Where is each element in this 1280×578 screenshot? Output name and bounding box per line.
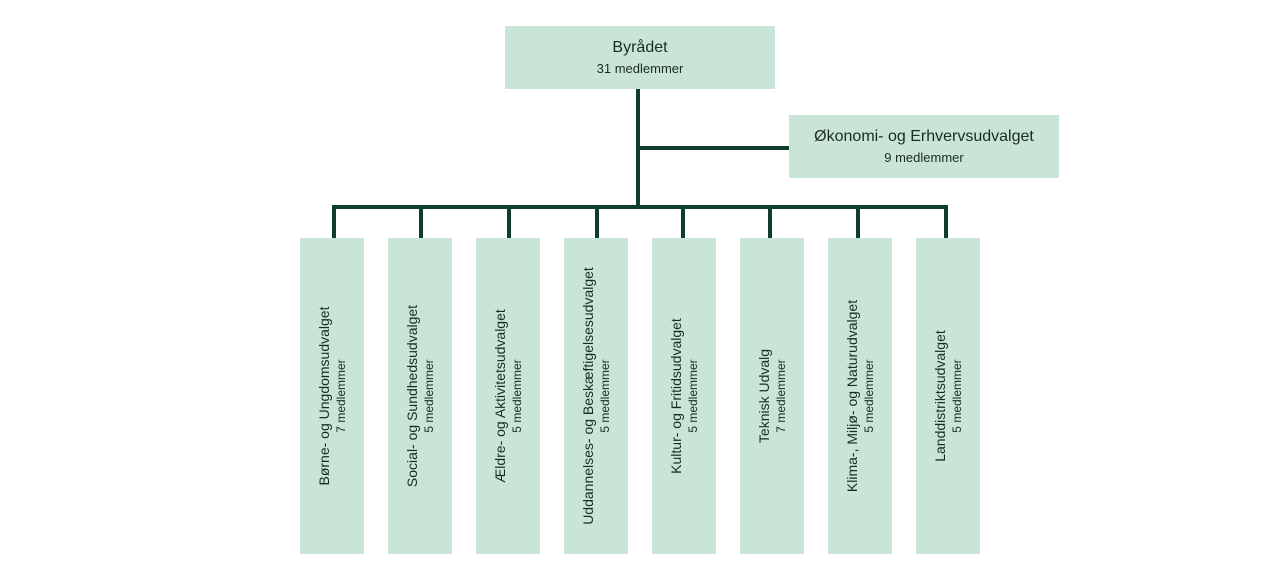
- committee-box-culture-leisure: Kultur- og Fritidsudvalget 5 medlemmer: [652, 238, 716, 554]
- committee-members: 5 medlemmer: [950, 359, 964, 433]
- committee-box-education-employment: Uddannelses- og Beskæftigelsesudvalget 5…: [564, 238, 628, 554]
- committee-box-children-youth: Børne- og Ungdomsudvalget 7 medlemmer: [300, 238, 364, 554]
- committee-members: 5 medlemmer: [862, 359, 876, 433]
- committee-members: 5 medlemmer: [598, 359, 612, 433]
- committee-name: Børne- og Ungdomsudvalget: [316, 306, 332, 486]
- committee-box-social-health: Social- og Sundhedsudvalget 5 medlemmer: [388, 238, 452, 554]
- committee-members: 7 medlemmer: [774, 359, 788, 433]
- committee-name: Ældre- og Aktivitetsudvalget: [492, 309, 508, 483]
- committee-box-climate-environment: Klima-, Miljø- og Naturudvalget 5 medlem…: [828, 238, 892, 554]
- committee-name: Kultur- og Fritidsudvalget: [668, 318, 684, 474]
- committee-name: Landdistriktsudvalget: [932, 330, 948, 462]
- committee-box-rural-districts: Landdistriktsudvalget 5 medlemmer: [916, 238, 980, 554]
- committee-members: 5 medlemmer: [422, 359, 436, 433]
- council-members: 31 medlemmer: [596, 60, 684, 76]
- committee-members: 7 medlemmer: [334, 359, 348, 433]
- committee-box-elderly-activity: Ældre- og Aktivitetsudvalget 5 medlemmer: [476, 238, 540, 554]
- council-box: Byrådet 31 medlemmer: [505, 26, 775, 89]
- committee-name: Teknisk Udvalg: [756, 348, 772, 444]
- committee-box-technical: Teknisk Udvalg 7 medlemmer: [740, 238, 804, 554]
- committee-name: Social- og Sundhedsudvalget: [404, 304, 420, 488]
- finance-committee-name: Økonomi- og Erhvervsudvalget: [814, 127, 1034, 145]
- committee-name: Uddannelses- og Beskæftigelsesudvalget: [580, 267, 596, 525]
- committee-members: 5 medlemmer: [686, 359, 700, 433]
- finance-committee-box: Økonomi- og Erhvervsudvalget 9 medlemmer: [789, 115, 1059, 178]
- committee-name: Klima-, Miljø- og Naturudvalget: [844, 299, 860, 493]
- finance-committee-members: 9 medlemmer: [884, 149, 964, 165]
- committee-members: 5 medlemmer: [510, 359, 524, 433]
- council-name: Byrådet: [612, 38, 668, 56]
